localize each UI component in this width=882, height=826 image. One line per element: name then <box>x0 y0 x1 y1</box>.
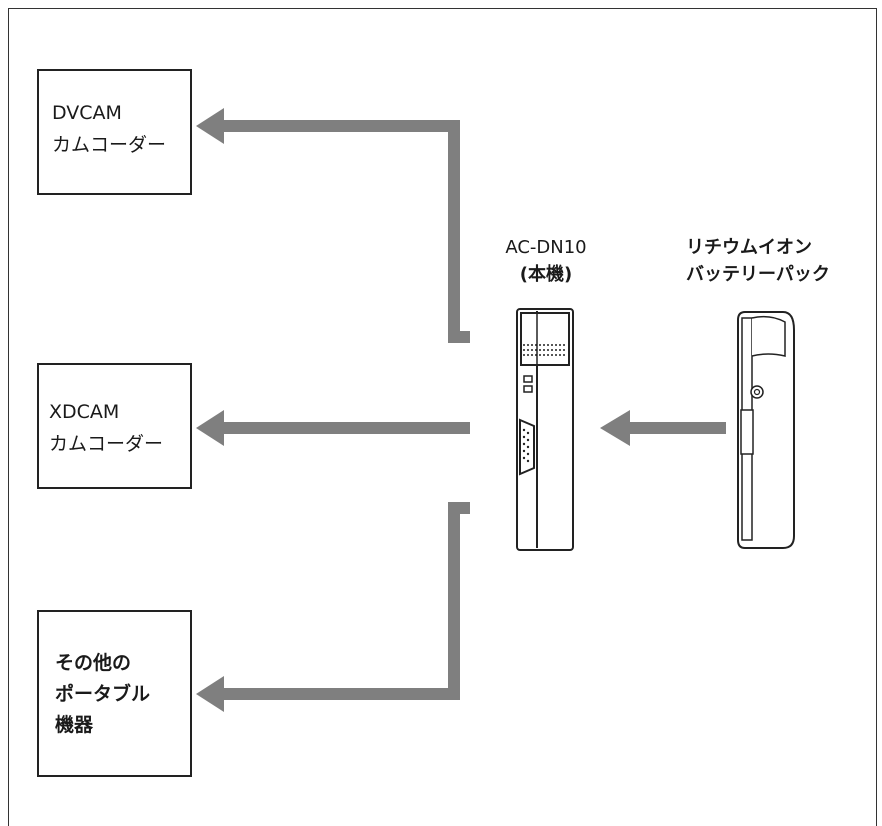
arrow-to-xdcam <box>196 410 470 446</box>
main-unit-note: (本機) <box>519 264 573 285</box>
arrow-to-dvcam <box>196 108 470 343</box>
main-unit-illustration <box>516 308 574 551</box>
battery-label-line1: リチウムイオン <box>686 237 812 258</box>
dvcam-label-line1: DVCAM <box>52 102 122 124</box>
dvcam-label-line2: カムコーダー <box>52 134 167 156</box>
arrow-to-other <box>196 502 470 712</box>
xdcam-label-line2: カムコーダー <box>49 433 164 455</box>
battery-label-line2: バッテリーパック <box>686 264 830 285</box>
other-label-line3: 機器 <box>55 714 94 736</box>
other-label-line1: その他の <box>55 652 132 674</box>
xdcam-label-line1: XDCAM <box>49 401 120 423</box>
arrow-battery-to-unit <box>600 410 726 446</box>
main-unit-label: AC-DN10 (本機) <box>486 234 606 288</box>
main-unit-model: AC-DN10 <box>505 237 587 258</box>
other-portable-devices-box: その他の ポータブル 機器 <box>37 610 192 777</box>
battery-label: リチウムイオン バッテリーパック <box>684 234 844 288</box>
xdcam-camcorder-box: XDCAM カムコーダー <box>37 363 192 489</box>
other-label-line2: ポータブル <box>55 683 151 705</box>
dvcam-camcorder-box: DVCAM カムコーダー <box>37 69 192 195</box>
battery-illustration <box>737 311 795 549</box>
